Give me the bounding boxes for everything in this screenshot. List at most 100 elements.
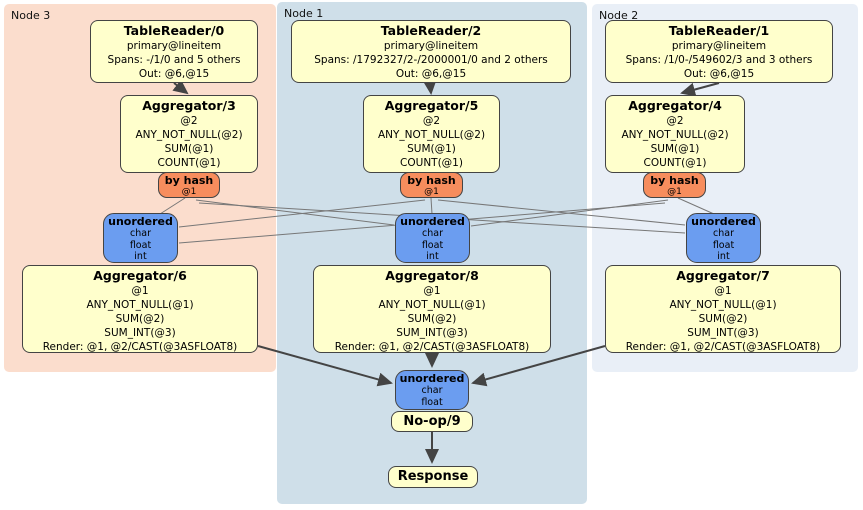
hash-router-node2: by hash @1 [643, 172, 706, 198]
spans-label: Spans: /1792327/2-/2000001/0 and 2 other… [314, 54, 548, 66]
unordered-sync-node1: unordered char float int [395, 213, 470, 263]
render-label: Render: @1, @2/CAST(@3ASFLOAT8) [42, 341, 238, 353]
aggregator-7-box: Aggregator/7 @1 ANY_NOT_NULL(@1) SUM(@2)… [605, 265, 841, 353]
unordered-sync-node2: unordered char float int [686, 213, 761, 263]
agg-line: SUM_INT(@3) [687, 327, 759, 339]
processor-title: Aggregator/3 [142, 98, 236, 113]
agg-line: @2 [422, 115, 441, 127]
edge-tr2-agg5 [422, 79, 437, 95]
processor-title: TableReader/0 [123, 23, 225, 38]
out-label: Out: @6,@15 [138, 68, 210, 80]
agg-line: SUM(@1) [650, 143, 700, 155]
aggregator-8-box: Aggregator/8 @1 ANY_NOT_NULL(@1) SUM(@2)… [313, 265, 551, 353]
index-label: primary@lineitem [383, 40, 479, 52]
aggregator-5-box: Aggregator/5 @2 ANY_NOT_NULL(@2) SUM(@1)… [363, 95, 500, 173]
agg-line: ANY_NOT_NULL(@2) [135, 129, 243, 141]
agg-line: COUNT(@1) [400, 157, 463, 169]
agg-line: ANY_NOT_NULL(@1) [86, 299, 194, 311]
sync-title: unordered [108, 215, 173, 228]
agg-line: SUM_INT(@3) [396, 327, 468, 339]
sync-type: float [129, 239, 152, 251]
table-reader-0-box: TableReader/0 primary@lineitem Spans: -/… [90, 20, 258, 83]
render-label: Render: @1, @2/CAST(@3ASFLOAT8) [625, 341, 821, 353]
edge-router1-sync3 [178, 199, 426, 228]
processor-title: Aggregator/5 [384, 98, 479, 113]
edge-router3-sync3 [159, 197, 186, 215]
router-columns: @1 [424, 187, 439, 197]
sync-type: int [717, 251, 730, 262]
spans-label: Spans: /1/0-/549602/3 and 3 others [625, 54, 813, 66]
sync-title: unordered [399, 372, 465, 385]
router-title: by hash [407, 174, 456, 187]
sync-type: char [422, 228, 443, 239]
router-columns: @1 [667, 187, 682, 197]
node-region-label: Node 3 [11, 9, 51, 22]
unordered-sync-node3: unordered char float int [103, 213, 178, 263]
processor-title: Aggregator/4 [628, 98, 722, 113]
edge-router3-sync1 [195, 199, 395, 226]
agg-line: @2 [180, 115, 198, 127]
node-region-label: Node 2 [599, 9, 639, 22]
edge-agg7-finalsync [471, 345, 606, 387]
processor-title: TableReader/2 [380, 23, 482, 38]
sync-type: float [421, 396, 443, 408]
final-unordered-sync: unordered char float [395, 370, 469, 410]
edge-router2-sync2 [677, 197, 715, 215]
router-columns: @1 [181, 187, 197, 197]
agg-line: @2 [666, 115, 684, 127]
sync-type: char [713, 228, 734, 239]
spans-label: Spans: -/1/0 and 5 others [107, 54, 241, 66]
agg-line: SUM(@1) [164, 143, 214, 155]
noop-box: No-op/9 [391, 411, 473, 432]
node-region-label: Node 1 [284, 7, 324, 20]
processor-title: Aggregator/8 [385, 268, 479, 283]
table-reader-2-box: TableReader/2 primary@lineitem Spans: /1… [291, 20, 571, 83]
hash-router-node3: by hash @1 [158, 172, 220, 198]
router-title: by hash [164, 174, 214, 187]
sync-type: char [421, 385, 443, 396]
aggregator-4-box: Aggregator/4 @2 ANY_NOT_NULL(@2) SUM(@1)… [605, 95, 745, 173]
agg-line: @1 [131, 285, 149, 297]
processor-title: TableReader/1 [668, 23, 770, 38]
aggregator-6-box: Aggregator/6 @1 ANY_NOT_NULL(@1) SUM(@2)… [22, 265, 258, 353]
processor-title: Aggregator/7 [676, 268, 770, 283]
processor-title: No-op/9 [403, 414, 461, 429]
sync-type: char [130, 228, 151, 239]
agg-line: @1 [423, 285, 441, 297]
sync-title: unordered [691, 215, 756, 228]
index-label: primary@lineitem [126, 40, 222, 52]
table-reader-1-box: TableReader/1 primary@lineitem Spans: /1… [605, 20, 833, 83]
router-title: by hash [650, 174, 699, 187]
edge-agg6-finalsync [257, 345, 393, 387]
edge-tr1-agg4 [680, 82, 720, 97]
processor-title: Response [397, 469, 469, 484]
out-label: Out: @6,@15 [395, 68, 467, 80]
edge-router1-sync2 [437, 199, 686, 226]
sync-type: int [134, 251, 147, 262]
agg-line: @1 [714, 285, 732, 297]
sync-type: float [712, 239, 735, 251]
render-label: Render: @1, @2/CAST(@3ASFLOAT8) [334, 341, 530, 353]
edge-router1-sync1 [430, 197, 433, 215]
aggregator-3-box: Aggregator/3 @2 ANY_NOT_NULL(@2) SUM(@1)… [120, 95, 258, 173]
sync-type: int [426, 251, 439, 262]
sync-type: float [421, 239, 444, 251]
edge-router2-sync1 [470, 199, 669, 227]
agg-line: ANY_NOT_NULL(@2) [621, 129, 729, 141]
edge-tr0-agg3 [172, 79, 189, 95]
processor-title: Aggregator/6 [93, 268, 187, 283]
agg-line: SUM_INT(@3) [104, 327, 176, 339]
agg-line: COUNT(@1) [157, 157, 221, 169]
agg-line: ANY_NOT_NULL(@1) [378, 299, 486, 311]
agg-line: ANY_NOT_NULL(@1) [669, 299, 777, 311]
agg-line: SUM(@2) [698, 313, 748, 325]
agg-line: ANY_NOT_NULL(@2) [377, 129, 486, 141]
sync-title: unordered [400, 215, 465, 228]
hash-router-node1: by hash @1 [400, 172, 463, 198]
agg-line: SUM(@1) [407, 143, 456, 155]
agg-line: COUNT(@1) [643, 157, 707, 169]
index-label: primary@lineitem [671, 40, 767, 52]
agg-line: SUM(@2) [115, 313, 165, 325]
